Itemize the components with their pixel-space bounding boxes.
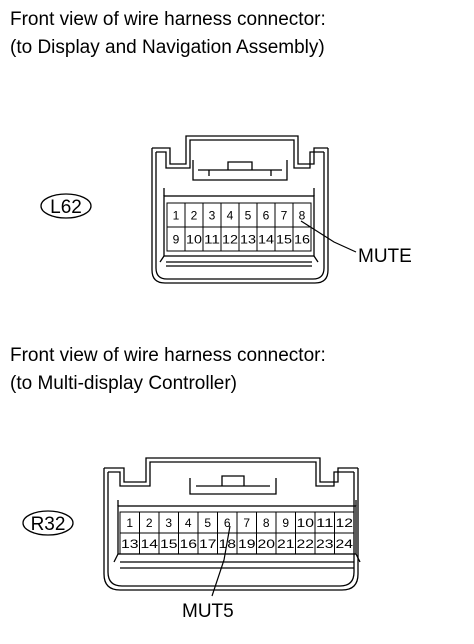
l62-pin-label-5: 5 bbox=[245, 209, 252, 223]
leader-line-mut5 bbox=[211, 525, 231, 597]
l62-pin-label-15: 15 bbox=[276, 233, 292, 247]
r32-pin-label-7: 7 bbox=[243, 516, 250, 530]
l62-pin-label-7: 7 bbox=[281, 209, 288, 223]
l62-pin-label-13: 13 bbox=[240, 233, 256, 247]
r32-pin-label-22: 22 bbox=[297, 537, 315, 551]
connector-code-badge-r32 bbox=[22, 510, 74, 536]
r32-pin-label-17: 17 bbox=[199, 537, 217, 551]
l62-pin-label-11: 11 bbox=[204, 233, 220, 247]
l62-pin-label-1: 1 bbox=[173, 209, 180, 223]
r32-pin-label-23: 23 bbox=[316, 537, 334, 551]
r32-pin-label-8: 8 bbox=[263, 516, 270, 530]
l62-pin-label-9: 9 bbox=[173, 233, 180, 247]
l62-pin-label-2: 2 bbox=[191, 209, 198, 223]
l62-pin-label-6: 6 bbox=[263, 209, 270, 223]
caption-connector-1: Front view of wire harness connector: (t… bbox=[10, 6, 326, 62]
l62-pin-label-3: 3 bbox=[209, 209, 216, 223]
l62-pin-label-10: 10 bbox=[186, 233, 202, 247]
connector-l62-housing bbox=[151, 148, 329, 284]
connector-code-badge-l62 bbox=[40, 193, 92, 219]
r32-pin-label-4: 4 bbox=[185, 516, 192, 530]
r32-pin-label-10: 10 bbox=[297, 516, 315, 530]
r32-pin-label-5: 5 bbox=[204, 516, 211, 530]
signal-label-mute: MUTE bbox=[358, 246, 412, 267]
l62-pin-label-8: 8 bbox=[299, 209, 306, 223]
caption-2-line-2: (to Multi-display Controller) bbox=[10, 373, 238, 394]
l62-pin-label-4: 4 bbox=[227, 209, 234, 223]
leader-line-mute bbox=[300, 220, 357, 253]
r32-pin-label-9: 9 bbox=[282, 516, 289, 530]
r32-pin-label-19: 19 bbox=[238, 537, 256, 551]
r32-pin-label-13: 13 bbox=[121, 537, 139, 551]
r32-pin-label-3: 3 bbox=[165, 516, 172, 530]
connector-code-r32: R32 bbox=[31, 514, 66, 535]
caption-1-line-2: (to Display and Navigation Assembly) bbox=[10, 37, 325, 58]
r32-pin-label-12: 12 bbox=[336, 516, 354, 530]
r32-pin-label-6: 6 bbox=[224, 516, 231, 530]
r32-pin-label-1: 1 bbox=[126, 516, 133, 530]
connector-r32-housing bbox=[103, 468, 359, 591]
caption-connector-2: Front view of wire harness connector: (t… bbox=[10, 342, 326, 398]
caption-2-line-1: Front view of wire harness connector: bbox=[10, 345, 326, 366]
caption-1-line-1: Front view of wire harness connector: bbox=[10, 9, 326, 30]
signal-label-mut5: MUT5 bbox=[182, 601, 234, 622]
r32-pin-label-14: 14 bbox=[141, 537, 159, 551]
l62-pin-label-12: 12 bbox=[222, 233, 238, 247]
r32-pin-label-2: 2 bbox=[146, 516, 153, 530]
connector-code-l62: L62 bbox=[50, 197, 82, 218]
l62-pin-cell-16 bbox=[292, 226, 312, 252]
l62-pin-label-16: 16 bbox=[294, 233, 310, 247]
r32-pin-label-15: 15 bbox=[160, 537, 178, 551]
r32-pin-label-21: 21 bbox=[277, 537, 295, 551]
r32-pin-label-20: 20 bbox=[258, 537, 276, 551]
r32-pin-label-16: 16 bbox=[180, 537, 198, 551]
r32-pin-cell-24 bbox=[334, 532, 355, 555]
r32-pin-label-24: 24 bbox=[336, 537, 354, 551]
l62-pin-label-14: 14 bbox=[258, 233, 274, 247]
r32-pin-label-18: 18 bbox=[219, 537, 237, 551]
r32-pin-label-11: 11 bbox=[316, 516, 334, 530]
